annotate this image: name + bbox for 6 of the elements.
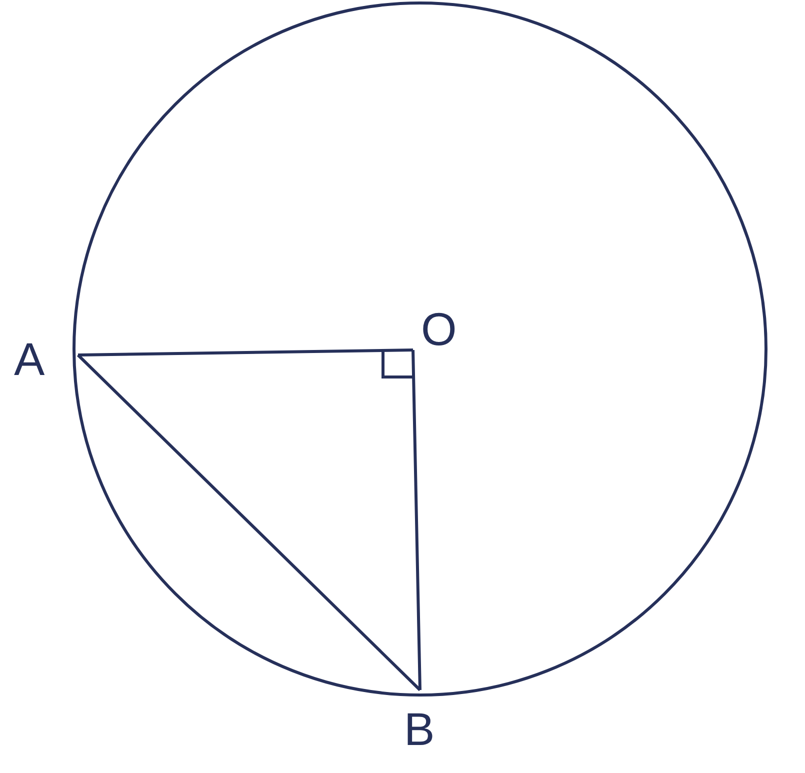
point-label: A: [14, 336, 45, 382]
point-label: B: [404, 706, 435, 752]
line-segment: [76, 354, 422, 692]
point-label: O: [421, 306, 457, 352]
line-segment: [78, 348, 414, 356]
line-segment: [412, 350, 422, 690]
